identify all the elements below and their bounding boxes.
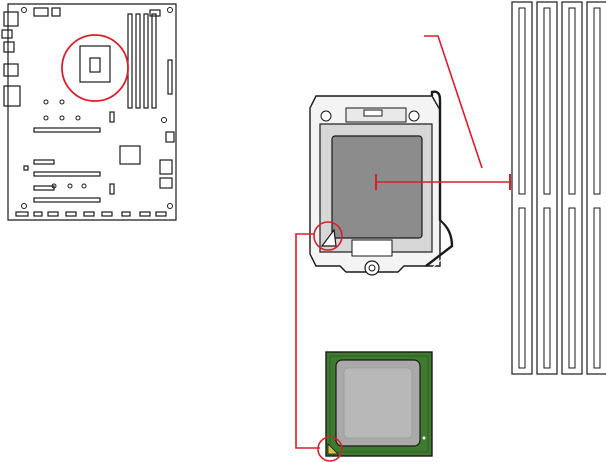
- bottom-header: [156, 212, 166, 216]
- cpu-notch-marker: [423, 437, 426, 440]
- memory-slot: [537, 2, 557, 374]
- bottom-header: [34, 212, 42, 216]
- socket-screw: [321, 111, 331, 121]
- socket-location-highlight: [62, 35, 128, 101]
- motherboard-outline: [8, 4, 176, 220]
- bottom-header: [48, 212, 58, 216]
- bottom-header: [140, 212, 150, 216]
- bottom-header: [66, 212, 76, 216]
- bottom-header: [122, 212, 130, 216]
- socket-bottom-screw: [365, 261, 379, 275]
- bottom-header: [84, 212, 94, 216]
- socket-bottom-pocket: [352, 240, 392, 256]
- io-port-block: [2, 30, 12, 38]
- board-pcie-slot: [34, 172, 100, 176]
- top-connector: [52, 8, 60, 16]
- board-m2-slot: [34, 160, 54, 164]
- socket-screw: [409, 111, 419, 121]
- board-pcie-slot: [34, 128, 100, 132]
- board-connector: [166, 132, 174, 142]
- bottom-header: [102, 212, 112, 216]
- cpu-socket-closeup: [310, 92, 454, 275]
- memory-slot: [587, 2, 606, 374]
- io-port-block: [4, 12, 18, 26]
- board-socket-inner: [90, 58, 100, 72]
- cpu-heat-spreader-surface: [344, 368, 412, 438]
- board-component: [110, 112, 114, 122]
- cpu-chip: [326, 352, 432, 456]
- board-component: [24, 166, 28, 170]
- motherboard-mounting-holes: [22, 8, 173, 209]
- io-port-block: [4, 42, 14, 52]
- board-connector: [160, 178, 172, 188]
- board-connector: [160, 160, 172, 174]
- board-dimm-slot: [152, 14, 156, 108]
- memory-slot: [512, 2, 532, 374]
- board-connector: [168, 60, 172, 94]
- board-dimm-slot: [136, 14, 140, 108]
- board-dimm-slot: [144, 14, 148, 108]
- board-socket: [80, 46, 110, 82]
- top-connector: [34, 8, 48, 16]
- board-dimm-slot: [128, 14, 132, 108]
- bottom-header: [16, 212, 28, 216]
- socket-top-notch: [364, 110, 382, 116]
- io-port-block: [4, 64, 18, 76]
- board-m2-slot: [34, 186, 54, 190]
- memory-slots: [512, 2, 606, 374]
- board-pcie-slot: [34, 198, 100, 202]
- board-component: [110, 184, 114, 194]
- io-port-block: [4, 86, 20, 106]
- memory-slot: [562, 2, 582, 374]
- board-chipset: [120, 146, 140, 164]
